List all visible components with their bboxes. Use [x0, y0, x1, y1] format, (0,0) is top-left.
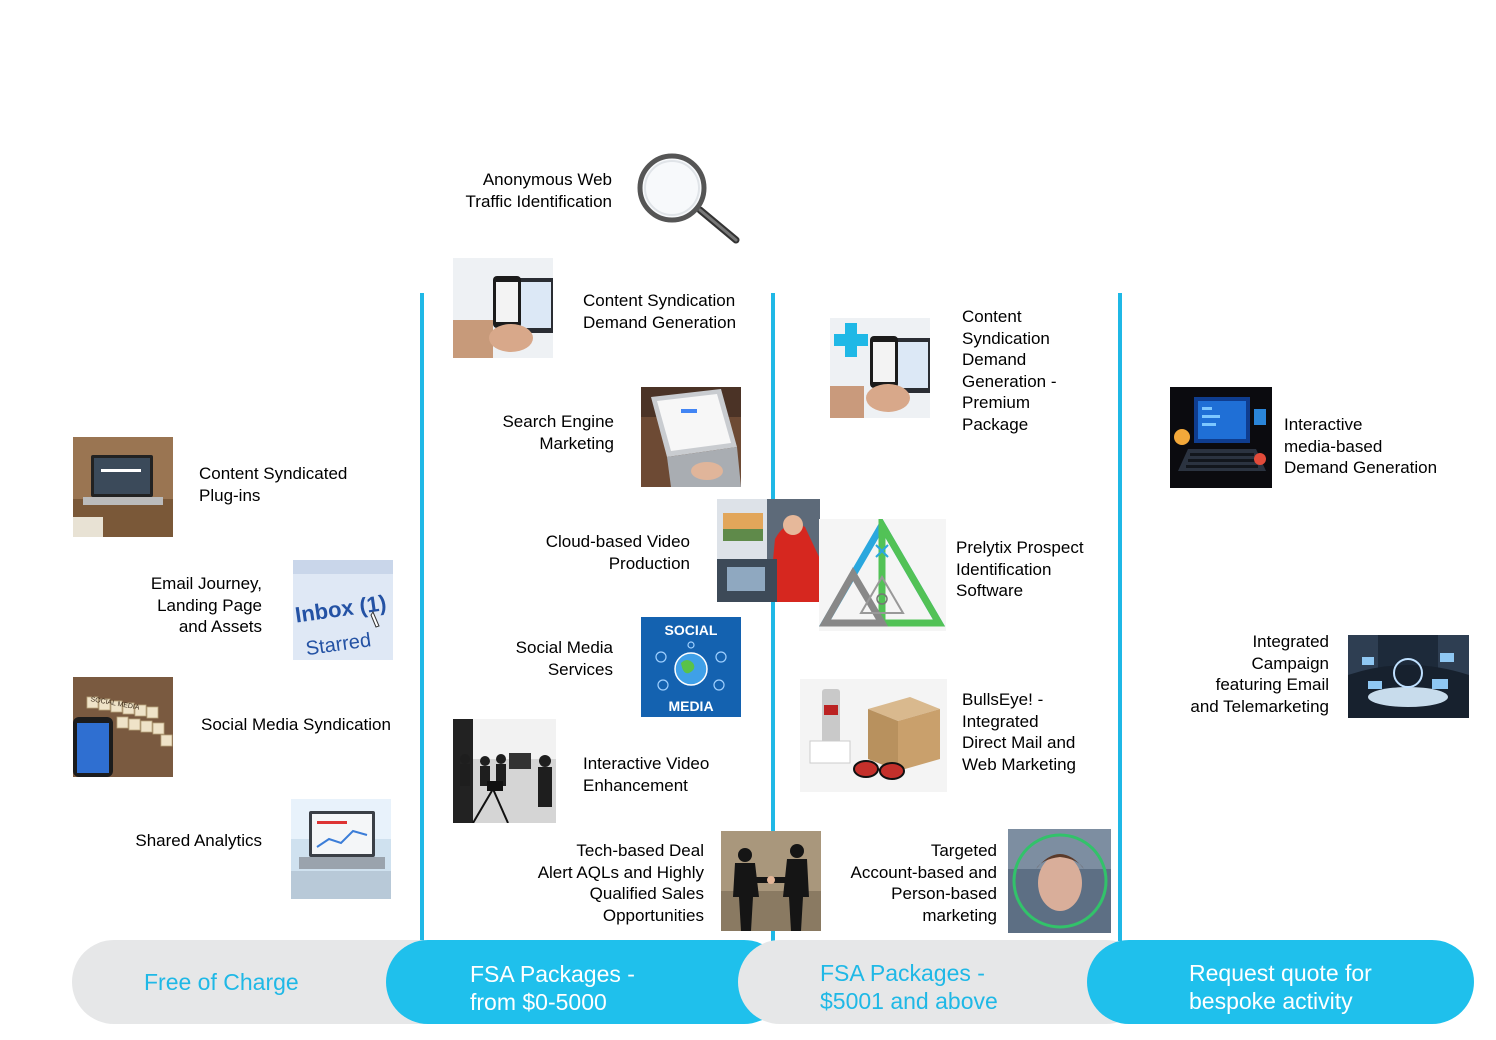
analytics-photo	[291, 799, 391, 899]
label-interactive-media: Interactive media-based Demand Generatio…	[1284, 415, 1438, 477]
search-laptop-photo	[641, 387, 741, 487]
label-content-syndicated: Content Syndicated Plug-ins	[199, 464, 348, 505]
label-interactive-video: Interactive Video Enhancement	[583, 754, 710, 795]
label-cloud-video: Cloud-based Video Production	[545, 532, 690, 573]
label-prelytix: Prelytix Prospect Identification Softwar…	[956, 538, 1084, 600]
social-text-bottom: MEDIA	[668, 698, 713, 714]
divider-basic-premium	[771, 293, 775, 941]
label-integrated-campaign: Integrated Campaign featuring Email and …	[1190, 632, 1329, 716]
divider-free-basic	[420, 293, 424, 941]
laptop-photo	[73, 437, 173, 537]
phone-laptop-photo	[453, 258, 553, 358]
label-content-premium: Content Syndication Demand Generation - …	[962, 307, 1057, 434]
tier-free-label: Free of Charge	[144, 969, 299, 995]
inbox-photo: Inbox (1) Starred	[293, 560, 393, 660]
plus-icon	[834, 323, 868, 357]
handshake-photo	[721, 831, 821, 931]
tier-bespoke-label: Request quote for bespoke activity	[1189, 960, 1372, 1014]
label-content-syndication: Content Syndication Demand Generation	[583, 291, 737, 332]
label-anonymous-web: Anonymous Web Traffic Identification	[465, 170, 612, 211]
label-social-services: Social Media Services	[515, 638, 613, 679]
social-text-top: SOCIAL	[665, 622, 718, 638]
tier-premium-label: FSA Packages - $5001 and above	[820, 960, 998, 1014]
tier-basic-pill: FSA Packages - from $0-5000	[386, 940, 786, 1024]
label-social-syndication: Social Media Syndication	[201, 715, 391, 734]
label-bullseye: BullsEye! - Integrated Direct Mail and W…	[962, 690, 1077, 774]
interactive-video-photo	[453, 719, 556, 823]
label-search-engine: Search Engine Marketing	[502, 412, 614, 453]
divider-premium-bespoke	[1118, 293, 1122, 941]
cloud-video-photo	[717, 499, 820, 602]
social-globe-photo: SOCIAL MEDIA	[641, 617, 741, 717]
label-shared-analytics: Shared Analytics	[135, 831, 262, 850]
label-tech-deal: Tech-based Deal Alert AQLs and Highly Qu…	[537, 841, 704, 925]
integrated-campaign-photo	[1348, 635, 1469, 718]
prelytix-diagram-photo	[819, 519, 946, 631]
tier-premium-pill: FSA Packages - $5001 and above	[738, 940, 1148, 1024]
label-targeted: Targeted Account-based and Person-based …	[850, 841, 998, 925]
targeted-face-photo	[1008, 829, 1111, 933]
social-scrabble-photo: SOCIAL MEDIA	[73, 677, 173, 777]
phone-laptop-premium-photo	[830, 318, 930, 418]
magnifier-icon	[634, 152, 740, 244]
label-email-journey: Email Journey, Landing Page and Assets	[150, 574, 262, 636]
tier-bespoke-pill: Request quote for bespoke activity	[1087, 940, 1474, 1024]
interactive-media-photo	[1170, 387, 1272, 488]
bullseye-box-photo	[800, 679, 947, 792]
tier-basic-label: FSA Packages - from $0-5000	[470, 961, 635, 1015]
